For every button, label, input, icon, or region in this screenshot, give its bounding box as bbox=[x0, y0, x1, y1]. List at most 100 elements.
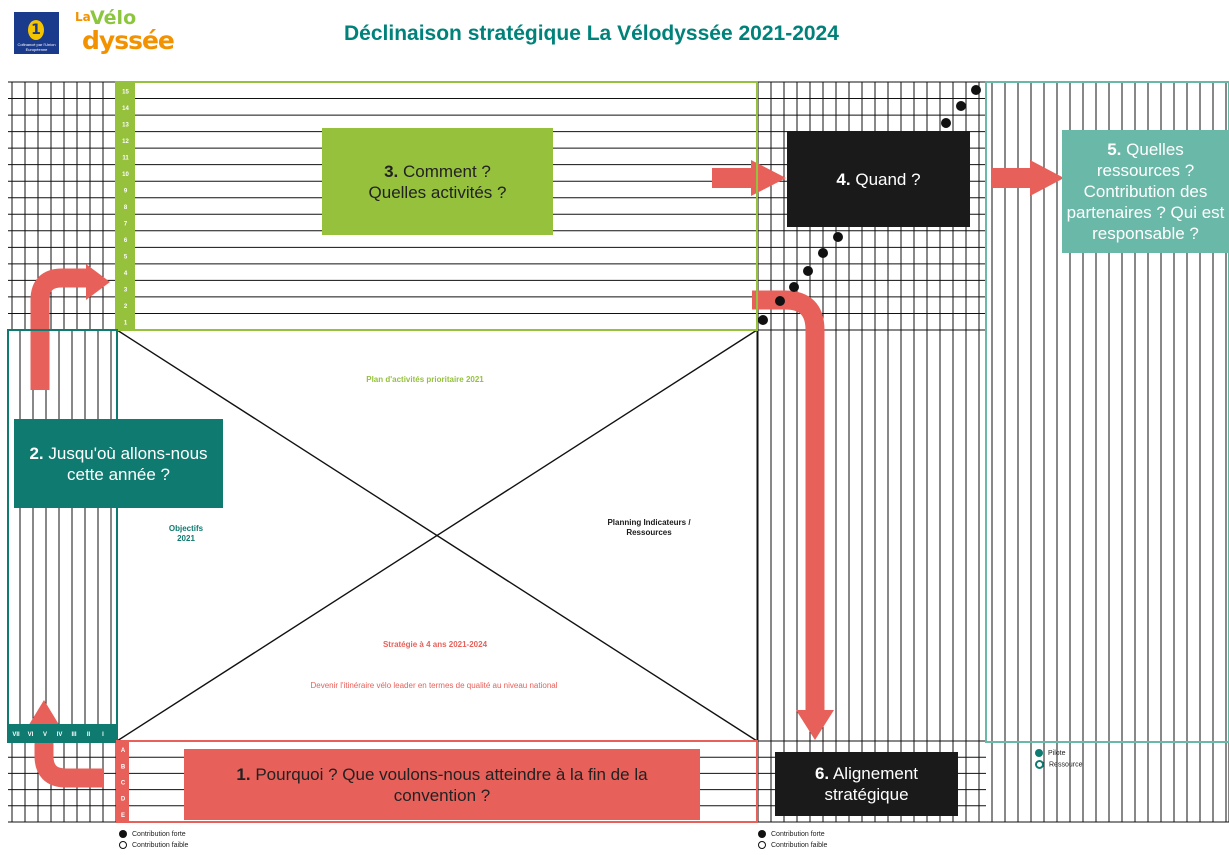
activities-frame bbox=[115, 81, 758, 331]
strategie-title: Stratégie à 4 ans 2021-2024 bbox=[382, 640, 488, 649]
legend-left-weak-label: Contribution faible bbox=[132, 841, 189, 849]
planning-dot bbox=[758, 315, 768, 325]
strategy-letter-strip bbox=[117, 741, 129, 822]
velodyssee-logo: La Vélo dyssée bbox=[70, 7, 180, 55]
legend-filled-dot-icon bbox=[119, 830, 127, 838]
legend-right-item-pilote: Pilote bbox=[1035, 749, 1082, 757]
planning-dot bbox=[956, 101, 966, 111]
step-5-box: 5. Quelles ressources ? Contribution des… bbox=[1062, 130, 1229, 253]
planning-dot bbox=[941, 118, 951, 128]
activity-number-label: 14 bbox=[122, 106, 129, 112]
step-2-text: Jusqu'où allons-nous cette année ? bbox=[48, 443, 208, 484]
activity-number-label: 7 bbox=[124, 222, 128, 228]
legend-middle: Contribution forte Contribution faible bbox=[758, 830, 827, 849]
legend-filled-dot-icon bbox=[758, 830, 766, 838]
strategy-letter-label: D bbox=[121, 797, 126, 803]
step-4-box: 4. Quand ? bbox=[787, 131, 970, 227]
step-1-number: 1. bbox=[236, 764, 251, 784]
activity-number-strip bbox=[116, 82, 135, 330]
legend-mid-item-strong: Contribution forte bbox=[758, 830, 827, 838]
activity-number-label: 12 bbox=[122, 139, 129, 145]
planning-dot bbox=[971, 85, 981, 95]
step-5-text: Quelles ressources ? Contribution des pa… bbox=[1066, 140, 1225, 243]
legend-mid-weak-label: Contribution faible bbox=[771, 841, 828, 849]
objectives-frame bbox=[7, 329, 118, 743]
legend-left-strong-label: Contribution forte bbox=[132, 830, 186, 838]
step-4-number: 4. bbox=[836, 169, 851, 189]
planning-label: Planning Indicateurs / Ressources bbox=[607, 518, 691, 537]
planning-dot bbox=[775, 296, 785, 306]
arrow-3-to-4-shaft bbox=[712, 168, 754, 188]
step-1-text: Pourquoi ? Que voulons-nous atteindre à … bbox=[255, 764, 648, 805]
step-4-text: Quand ? bbox=[855, 169, 921, 189]
step-3-number: 3. bbox=[384, 161, 399, 181]
legend-pilote-dot-icon bbox=[1035, 749, 1043, 757]
legend-left-item-strong: Contribution forte bbox=[119, 830, 188, 838]
step-2-box: 2. Jusqu'où allons-nous cette année ? bbox=[14, 419, 223, 508]
plan-label: Plan d'activités prioritaire 2021 bbox=[366, 375, 484, 384]
logo-dyssee: dyssée bbox=[82, 26, 175, 55]
objective-numeral-label: II bbox=[87, 732, 91, 738]
arrow-2-to-3-shaft bbox=[30, 268, 88, 390]
page-title: Déclinaison stratégique La Vélodyssée 20… bbox=[344, 22, 839, 45]
activity-number-label: 1 bbox=[124, 321, 128, 327]
legend-right-pilote-label: Pilote bbox=[1048, 749, 1066, 757]
objective-numeral-label: VI bbox=[28, 732, 34, 738]
planning-dot bbox=[833, 232, 843, 242]
activity-number-label: 4 bbox=[124, 271, 128, 277]
objective-numeral-label: III bbox=[71, 732, 76, 738]
arrow-to-6-shaft bbox=[752, 290, 825, 712]
strategy-letter-label: E bbox=[121, 813, 125, 819]
legend-right-ressource-label: Ressource bbox=[1049, 761, 1083, 769]
arrow-2-to-3-head bbox=[86, 264, 110, 300]
objective-numeral-label: VII bbox=[12, 732, 20, 738]
diagonal-line-b bbox=[116, 329, 758, 742]
strategie-text: Devenir l'itinéraire vélo leader en term… bbox=[310, 681, 558, 690]
arrow-4-to-5-shaft bbox=[991, 168, 1033, 188]
step-6-number: 6. bbox=[814, 764, 830, 783]
objectifs-label: Objectifs 2021 bbox=[168, 524, 204, 543]
step-3-box: 3. Comment ? Quelles activités ? bbox=[322, 128, 553, 235]
objective-numeral-strip bbox=[8, 724, 117, 741]
activity-number-label: 13 bbox=[122, 122, 129, 128]
step-1-box: 1. Pourquoi ? Que voulons-nous atteindre… bbox=[184, 749, 700, 820]
planning-dot bbox=[803, 266, 813, 276]
objective-numeral-label: V bbox=[43, 732, 47, 738]
legend-hollow-dot-icon bbox=[119, 841, 127, 849]
resources-frame bbox=[985, 81, 1229, 743]
activity-number-label: 8 bbox=[124, 205, 128, 211]
legend-mid-strong-label: Contribution forte bbox=[771, 830, 825, 838]
planning-dot bbox=[789, 282, 799, 292]
arrow-3-to-4-head bbox=[751, 160, 786, 196]
activity-number-label: 5 bbox=[124, 255, 128, 261]
step-6-box: 6. Alignement stratégique bbox=[775, 752, 958, 816]
objective-numeral-label: I bbox=[102, 732, 104, 738]
activity-number-label: 3 bbox=[124, 288, 128, 294]
eu-logo: 1 Cofinancé par l'Union Européenne bbox=[14, 12, 59, 54]
step-3-text: Comment ? Quelles activités ? bbox=[368, 161, 507, 202]
eu-logo-tagline: Cofinancé par l'Union Européenne bbox=[17, 42, 56, 52]
planning-dot bbox=[818, 248, 828, 258]
strategy-letter-label: A bbox=[121, 748, 126, 754]
eu-logo-number: 1 bbox=[28, 20, 44, 40]
objective-numeral-label: IV bbox=[57, 732, 63, 738]
legend-left: Contribution forte Contribution faible bbox=[119, 830, 188, 849]
strategy-letter-label: B bbox=[121, 764, 126, 770]
activity-number-label: 15 bbox=[122, 89, 129, 95]
legend-left-item-weak: Contribution faible bbox=[119, 841, 188, 849]
step-6-text: Alignement stratégique bbox=[824, 764, 919, 804]
arrow-4-to-5-head bbox=[1030, 160, 1064, 196]
arrow-to-6-head bbox=[796, 710, 834, 740]
legend-mid-item-weak: Contribution faible bbox=[758, 841, 827, 849]
logo-la: La bbox=[75, 10, 91, 24]
activity-number-label: 6 bbox=[124, 238, 128, 244]
legend-right: Pilote Ressource bbox=[1035, 749, 1082, 769]
logo-velo: Vélo bbox=[90, 7, 137, 29]
strategy-letter-label: C bbox=[121, 781, 126, 787]
step-2-number: 2. bbox=[29, 443, 44, 463]
activity-number-label: 10 bbox=[122, 172, 129, 178]
activity-number-label: 9 bbox=[124, 188, 128, 194]
arrow-1-to-2-shaft bbox=[34, 728, 104, 788]
arrow-1-to-2-head bbox=[27, 700, 61, 728]
